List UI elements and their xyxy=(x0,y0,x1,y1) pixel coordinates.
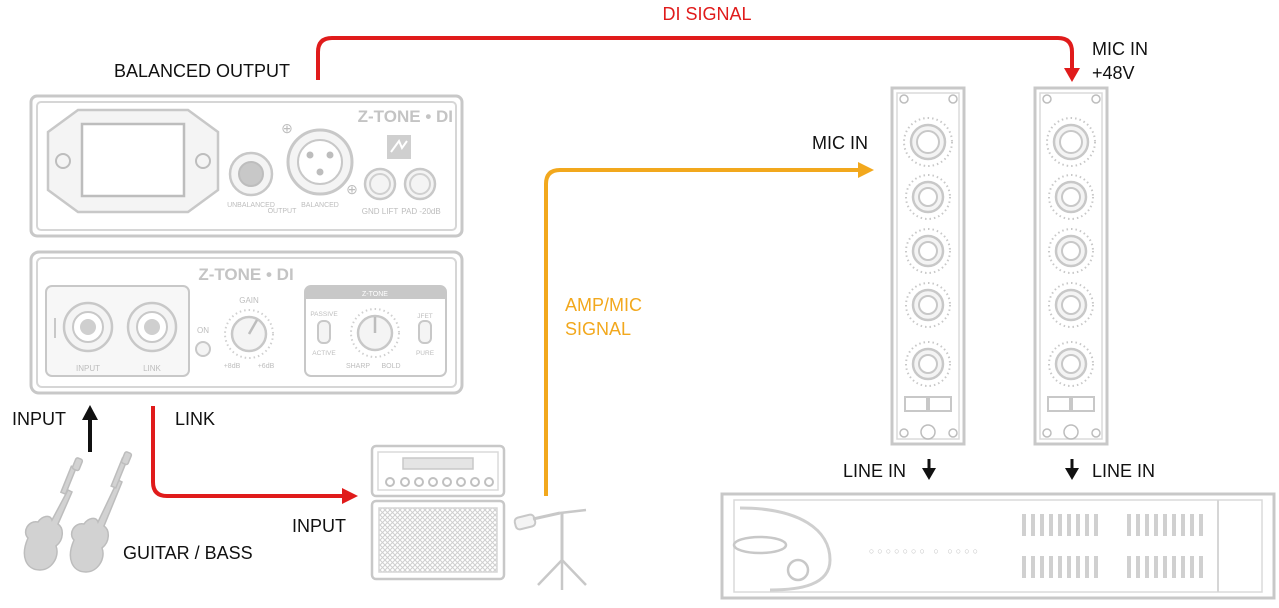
amp-cabinet-icon xyxy=(370,499,506,581)
passive-active-switch-icon xyxy=(317,320,331,344)
sharp-label: SHARP xyxy=(346,363,370,370)
link-label: LINK xyxy=(175,409,215,429)
input-label: INPUT xyxy=(12,409,66,429)
preamp-module-1 xyxy=(890,86,966,446)
line-in-right-label: LINE IN xyxy=(1092,461,1155,481)
brand-logo-icon xyxy=(387,135,411,159)
amp-head-icon xyxy=(370,444,506,498)
di-signal-line xyxy=(316,36,1074,80)
z-tone-di-front-panel: Z-TONE • DI INPUT LINK ON GAIN +8dB +6dB xyxy=(29,250,464,395)
on-led-icon xyxy=(195,341,211,357)
guitar-icon xyxy=(23,457,84,571)
arrow-icon xyxy=(1064,68,1080,82)
svg-text:○○○○○○○ ○ ○○○○: ○○○○○○○ ○ ○○○○ xyxy=(869,546,981,556)
arrow-icon xyxy=(858,162,874,178)
ztone-knob-icon xyxy=(350,308,400,358)
balanced-output-label: BALANCED OUTPUT xyxy=(114,61,290,81)
amp-mic-signal-label-line2: SIGNAL xyxy=(565,319,631,339)
input-jack-icon xyxy=(62,301,114,353)
microphone-stand-icon xyxy=(513,508,587,590)
svg-text:⊕: ⊕ xyxy=(346,181,358,197)
preamp-module-icon xyxy=(1033,86,1109,446)
guitar-bass-label: GUITAR / BASS xyxy=(123,543,253,563)
gnd-lift-button-icon xyxy=(363,167,397,201)
input-jack-label: INPUT xyxy=(76,364,100,373)
z-tone-di-back-panel: UNBALANCED OUTPUT ⊕ ⊕ BALANCED Z-TONE • … xyxy=(29,94,464,238)
amp-mic-signal-line xyxy=(544,168,860,496)
arrow-icon xyxy=(342,488,358,504)
arrow-icon xyxy=(1065,468,1079,480)
preamp-module-2 xyxy=(1033,86,1109,446)
back-panel-title: Z-TONE • DI xyxy=(358,107,453,126)
gain-knob-icon xyxy=(224,309,274,359)
jfet-label: JFET xyxy=(417,313,433,320)
jfet-pure-switch-icon xyxy=(418,320,432,344)
gain-label: GAIN xyxy=(239,296,259,305)
output-label: OUTPUT xyxy=(268,208,298,215)
preamp-module-icon xyxy=(890,86,966,446)
mic-in-48v-label-line2: +48V xyxy=(1092,63,1135,83)
ztone-section-label: Z-TONE xyxy=(362,291,388,298)
passive-label: PASSIVE xyxy=(310,311,338,318)
mic-in-48v-label-line1: MIC IN xyxy=(1092,39,1148,59)
amp-input-label: INPUT xyxy=(292,516,346,536)
front-panel-title: Z-TONE • DI xyxy=(198,265,293,284)
jack-connector-icon xyxy=(228,151,274,197)
balanced-label: BALANCED xyxy=(301,202,339,209)
pad-button-icon xyxy=(403,167,437,201)
pure-label: PURE xyxy=(416,350,435,357)
arrow-icon xyxy=(82,405,98,420)
di-signal-label: DI SIGNAL xyxy=(662,4,751,24)
line-in-left-label: LINE IN xyxy=(843,461,906,481)
link-to-amp-line xyxy=(151,406,344,498)
gnd-lift-label: GND LIFT xyxy=(362,207,399,216)
svg-text:⊕: ⊕ xyxy=(281,120,293,136)
active-label: ACTIVE xyxy=(312,350,336,357)
on-label: ON xyxy=(197,326,209,335)
interface-rack-icon: ○○○○○○○ ○ ○○○○ xyxy=(720,492,1276,600)
pad-label: PAD -20dB xyxy=(401,207,440,216)
link-jack-icon xyxy=(126,301,178,353)
bold-label: BOLD xyxy=(381,363,400,370)
gain-max-label: +6dB xyxy=(258,363,275,370)
gain-min-label: +8dB xyxy=(224,363,241,370)
bass-icon xyxy=(69,451,133,573)
arrow-icon xyxy=(922,468,936,480)
amp-mic-signal-label-line1: AMP/MIC xyxy=(565,295,642,315)
unbalanced-label: UNBALANCED xyxy=(227,202,275,209)
mic-in-label: MIC IN xyxy=(812,133,868,153)
link-jack-label: LINK xyxy=(143,364,161,373)
xlr-connector-icon: ⊕ ⊕ xyxy=(281,120,358,197)
